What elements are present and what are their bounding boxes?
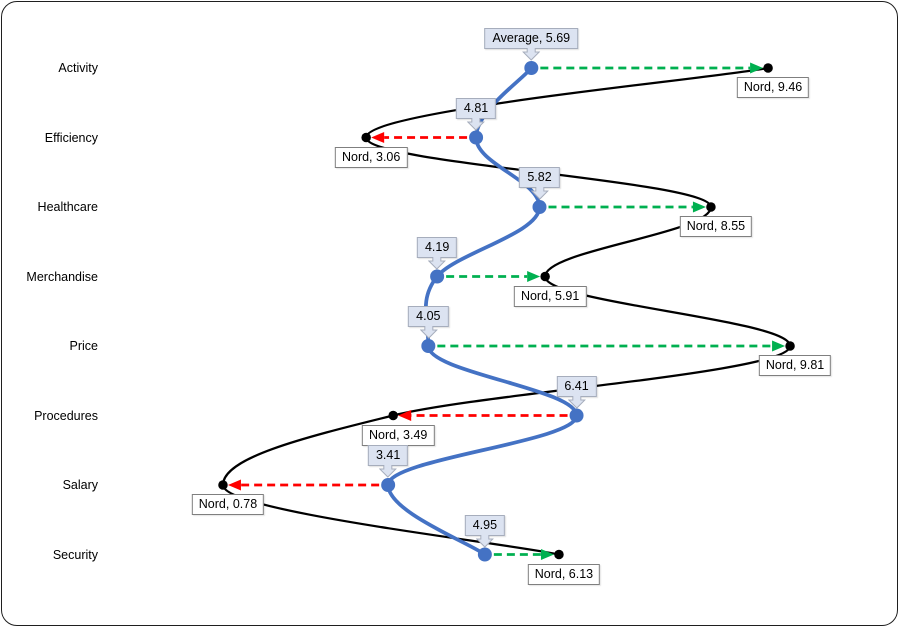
average-point-marker-salary [381, 478, 396, 492]
nord-point-label-price: Nord, 9.81 [758, 355, 832, 376]
nord-point-marker-procedures [388, 410, 398, 421]
nord-point-marker-activity [763, 63, 773, 73]
average-point-callout-healthcare: 5.82 [519, 167, 560, 200]
callout-tail-arrow-icon [475, 534, 494, 548]
callout-text: 4.19 [416, 236, 458, 258]
callout-tail-arrow-icon [567, 395, 586, 409]
average-point-callout-price: 4.05 [408, 306, 449, 339]
delta-arrowhead-security [540, 549, 554, 560]
category-label-activity: Activity [58, 61, 98, 75]
nord-point-label-procedures: Nord, 3.49 [361, 424, 435, 446]
category-label-security: Security [52, 547, 98, 562]
nord-point-label-activity: Nord, 9.46 [736, 77, 810, 98]
delta-arrowhead-efficiency [371, 132, 385, 143]
callout-text: 6.41 [556, 375, 597, 397]
nord-series-curve [221, 66, 792, 556]
callout-text: 4.05 [408, 306, 449, 327]
nord-point-label-salary: Nord, 0.78 [191, 494, 265, 515]
average-point-callout-merchandise: 4.19 [416, 236, 458, 270]
delta-arrowhead-merchandise [527, 271, 541, 282]
callout-tail-arrow-icon [467, 117, 486, 131]
nord-point-marker-merchandise [540, 271, 550, 282]
nord-point-label-healthcare: Nord, 8.55 [679, 216, 753, 237]
delta-arrowhead-healthcare [692, 201, 706, 213]
callout-text: 4.95 [464, 514, 506, 536]
nord-point-label-security: Nord, 6.13 [527, 563, 601, 585]
average-point-marker-activity [524, 61, 539, 75]
delta-arrowhead-salary [227, 479, 241, 491]
nord-point-marker-security [554, 549, 564, 560]
average-point-marker-efficiency [469, 130, 484, 145]
nord-point-marker-salary [218, 480, 228, 490]
callout-text: Average, 5.69 [484, 28, 579, 49]
callout-tail-arrow-icon [522, 48, 541, 61]
average-point-marker-healthcare [532, 200, 547, 214]
category-label-salary: Salary [62, 478, 98, 492]
callout-tail-arrow-icon [419, 326, 438, 339]
callout-tail-arrow-icon [530, 187, 549, 200]
category-label-healthcare: Healthcare [37, 200, 98, 214]
category-label-procedures: Procedures [34, 408, 98, 423]
delta-arrowhead-procedures [398, 410, 412, 421]
delta-arrowhead-price [772, 340, 786, 352]
average-point-callout-security: 4.95 [464, 514, 506, 548]
callout-tail-arrow-icon [379, 465, 398, 478]
average-point-marker-security [477, 547, 492, 562]
category-label-price: Price [69, 339, 98, 353]
nord-point-label-merchandise: Nord, 5.91 [513, 285, 587, 307]
average-point-marker-price [421, 339, 436, 353]
callout-text: 5.82 [519, 167, 560, 188]
delta-arrowhead-activity [750, 62, 764, 74]
nord-point-marker-price [785, 341, 795, 351]
nord-point-marker-healthcare [706, 202, 716, 212]
nord-point-marker-efficiency [361, 132, 371, 143]
average-point-callout-efficiency: 4.81 [455, 97, 497, 131]
average-point-marker-merchandise [430, 269, 445, 284]
callout-text: 3.41 [367, 445, 409, 466]
nord-point-label-efficiency: Nord, 3.06 [334, 146, 408, 168]
category-label-efficiency: Efficiency [44, 130, 98, 145]
average-point-callout-activity: Average, 5.69 [484, 28, 579, 61]
category-label-merchandise: Merchandise [26, 269, 98, 284]
callout-text: 4.81 [455, 97, 497, 119]
callout-tail-arrow-icon [428, 256, 447, 270]
average-point-callout-salary: 3.41 [367, 445, 409, 478]
average-point-callout-procedures: 6.41 [556, 375, 597, 409]
average-point-marker-procedures [569, 408, 584, 423]
